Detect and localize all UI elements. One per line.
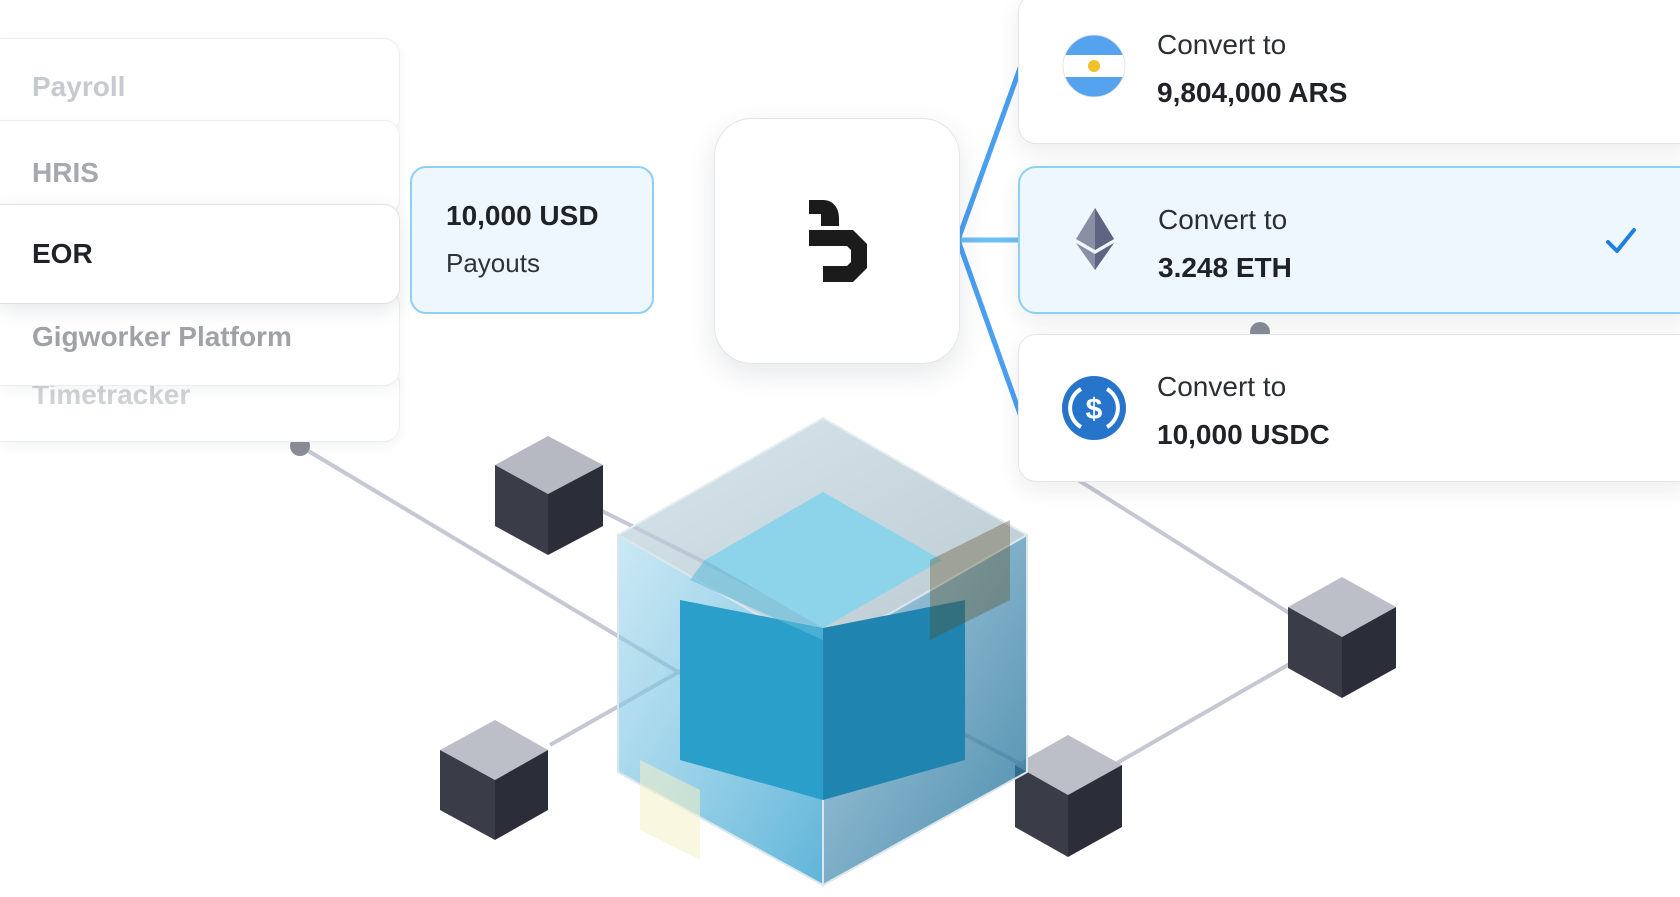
category-label: Gigworker Platform: [32, 321, 292, 352]
payout-box: 10,000 USD Payouts: [410, 166, 654, 314]
payout-label: Payouts: [446, 248, 540, 278]
category-payroll[interactable]: Payroll: [0, 38, 400, 134]
conversion-card-eth[interactable]: Convert to 3.248 ETH: [1018, 166, 1680, 314]
conversion-card-usdc[interactable]: $ Convert to 10,000 USDC: [1018, 334, 1680, 482]
category-hris[interactable]: HRIS: [0, 120, 400, 216]
conversion-prefix: Convert to: [1157, 371, 1287, 402]
glass-cube: [615, 416, 1030, 887]
small-cube-right: [1288, 577, 1396, 698]
category-eor[interactable]: EOR: [0, 204, 400, 304]
small-cube-bottom-left: [440, 720, 548, 840]
conversion-prefix: Convert to: [1158, 204, 1288, 235]
small-cube-bottom-right: [1015, 735, 1122, 857]
small-cube-top-left: [495, 436, 603, 555]
category-label: Payroll: [32, 71, 126, 102]
category-label: EOR: [32, 238, 93, 269]
argentina-flag-icon: [1062, 34, 1126, 98]
conversion-value: 3.248 ETH: [1158, 252, 1292, 283]
flow-lines: [651, 65, 1023, 417]
conversion-card-ars[interactable]: Convert to 9,804,000 ARS: [1018, 0, 1680, 144]
usdc-icon: $: [1062, 376, 1126, 440]
ethereum-icon: [1076, 208, 1114, 270]
svg-text:$: $: [1086, 393, 1103, 426]
conversion-value: 10,000 USDC: [1157, 419, 1330, 450]
hub-logo-box: [714, 118, 960, 364]
category-gigworker-platform[interactable]: Gigworker Platform: [0, 290, 400, 386]
payout-amount: 10,000 USD: [446, 200, 599, 231]
conversion-prefix: Convert to: [1157, 29, 1287, 60]
brand-logo-icon: [809, 200, 867, 282]
category-label: HRIS: [32, 157, 99, 188]
checkmark-icon: [1606, 228, 1636, 253]
conversion-value: 9,804,000 ARS: [1157, 77, 1348, 108]
